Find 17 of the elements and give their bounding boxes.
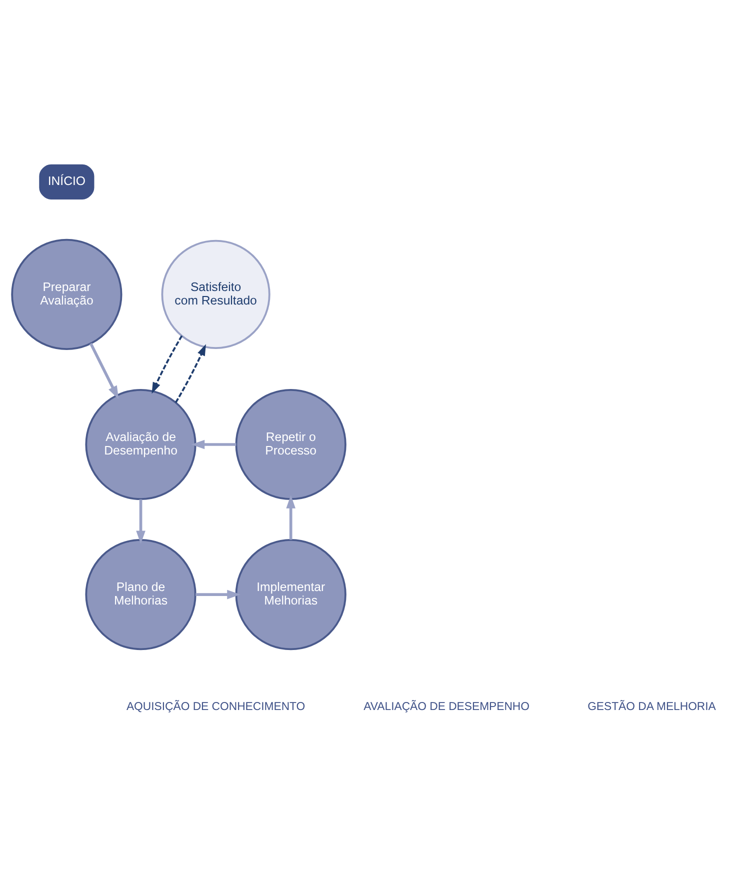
arrow	[191, 440, 236, 450]
node-circle: Plano de Melhorias	[85, 539, 196, 650]
node-circle: Repetir o Processo	[235, 388, 346, 500]
label: AVALIAÇÃO DE DESEMPENHO	[364, 701, 530, 714]
arrow	[152, 335, 183, 394]
node-circle: Implementar Melhorias	[235, 539, 346, 650]
label: GESTÃO DA MELHORIA	[588, 701, 716, 714]
node-circle: Satisfeito com Resultado	[161, 240, 270, 349]
arrow	[89, 342, 119, 400]
label: AQUISIÇÃO DE CONHECIMENTO	[126, 701, 306, 714]
node-circle: Preparar Avaliação	[11, 238, 122, 350]
arrow	[196, 590, 240, 600]
arrow	[174, 344, 206, 403]
arrow	[136, 499, 146, 544]
node-circle: Avaliação de Desempenho	[85, 388, 196, 500]
node-box: INÍCIO	[39, 164, 94, 200]
arrow	[286, 495, 296, 540]
